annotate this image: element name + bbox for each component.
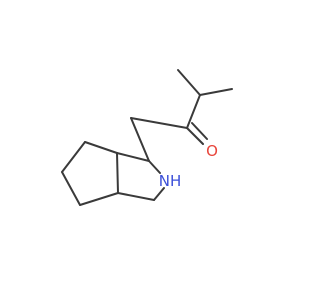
bond-c4-o-b — [191, 122, 208, 140]
bond-c7-c8 — [117, 192, 155, 201]
bond-c12-c8 — [79, 192, 119, 206]
bond-n-c7 — [153, 187, 165, 201]
molecule-structure: O NH — [61, 69, 233, 206]
bond-c4-c5 — [130, 117, 188, 129]
nitrogen-atom-label: NH — [159, 172, 182, 190]
bond-c2-c3 — [199, 88, 233, 96]
bond-c5-c6 — [130, 117, 150, 162]
bond-c6-n — [148, 160, 161, 174]
bond-c10-c11 — [61, 141, 86, 173]
bond-c9-c6 — [116, 152, 150, 162]
bond-c4-o-a — [186, 127, 204, 145]
bond-c11-c12 — [61, 171, 81, 206]
bond-c9-c10 — [84, 141, 118, 154]
bond-c2-c4 — [186, 94, 201, 129]
bond-c8-c9 — [116, 152, 119, 194]
bonds — [61, 69, 233, 206]
oxygen-atom-label: O — [206, 142, 218, 160]
bond-c1-c2 — [177, 69, 201, 96]
